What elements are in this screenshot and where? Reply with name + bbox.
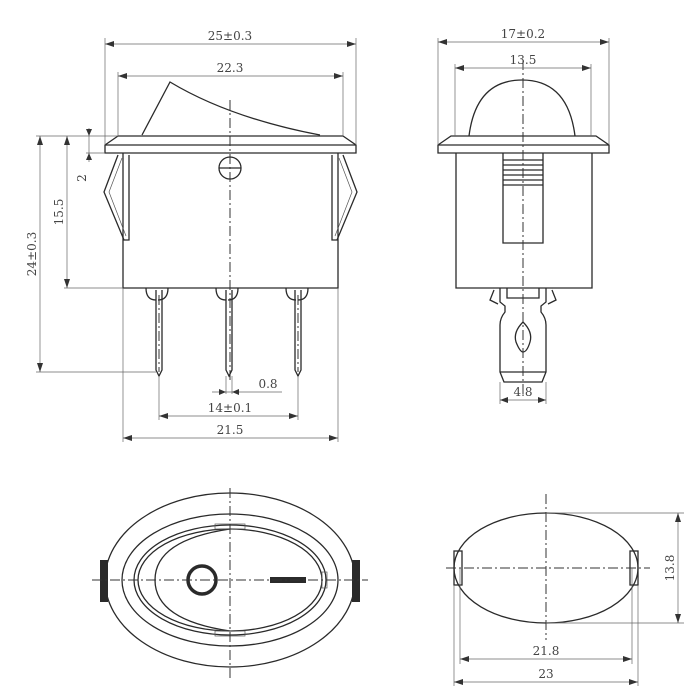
quick-connect-terminal bbox=[499, 288, 547, 383]
dim-pin-pitch: 14±0.1 bbox=[208, 401, 252, 415]
dim-body-width: 21.5 bbox=[217, 423, 244, 437]
dim-bezel-outer-width: 23 bbox=[538, 667, 553, 681]
front-view: 25±0.3 22.3 24±0.3 15.5 2 0.8 bbox=[25, 29, 358, 442]
left-latch bbox=[103, 154, 130, 241]
dim-bezel-thickness: 2 bbox=[75, 174, 89, 182]
side-view: 17±0.2 13.5 4.8 bbox=[437, 27, 610, 404]
rocker-actuator bbox=[141, 81, 321, 136]
dim-dome-width: 13.5 bbox=[510, 53, 537, 67]
dim-rocker-width: 22.3 bbox=[217, 61, 244, 75]
bezel-view: 13.8 21.8 23 bbox=[446, 494, 684, 686]
dim-terminal-width: 4.8 bbox=[513, 385, 532, 399]
dim-bezel-height: 13.8 bbox=[663, 555, 677, 582]
left-clip bbox=[100, 560, 108, 602]
dim-side-bezel-width: 17±0.2 bbox=[501, 27, 545, 41]
dome-actuator bbox=[468, 79, 576, 137]
right-latch bbox=[331, 154, 358, 241]
dim-body-height: 15.5 bbox=[52, 199, 66, 226]
terminal-pins bbox=[145, 287, 309, 378]
side-body bbox=[455, 153, 593, 289]
right-clip bbox=[352, 560, 360, 602]
dim-overall-height: 24±0.3 bbox=[25, 232, 39, 276]
top-view bbox=[92, 488, 368, 678]
off-symbol-bar bbox=[270, 577, 306, 583]
dim-bezel-width: 25±0.3 bbox=[208, 29, 252, 43]
dim-pin-thickness: 0.8 bbox=[258, 377, 277, 391]
dim-bezel-inner-width: 21.8 bbox=[533, 644, 560, 658]
